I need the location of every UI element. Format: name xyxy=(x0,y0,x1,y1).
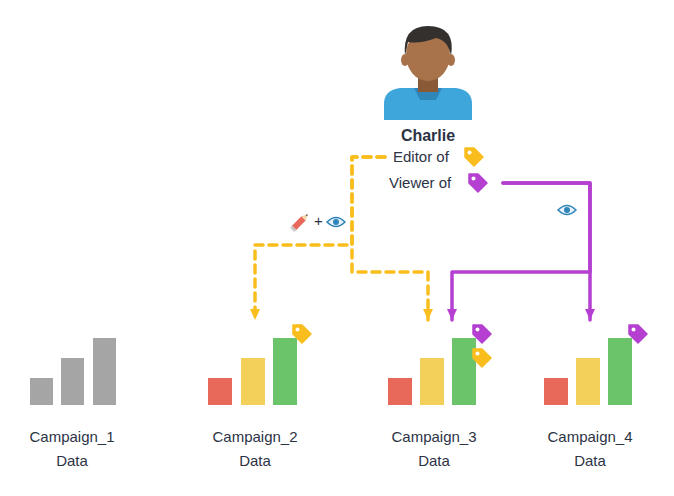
eye-icon xyxy=(327,218,345,227)
plus-sign: + xyxy=(312,212,325,230)
access-connector xyxy=(452,183,590,320)
campaign-node: Campaign_2 Data xyxy=(200,322,310,475)
access-connector xyxy=(503,183,590,320)
tag-icon xyxy=(473,349,491,367)
tag-icon xyxy=(473,325,491,343)
campaign-node: Campaign_4 Data xyxy=(535,322,645,475)
user-name: Charlie xyxy=(385,126,471,146)
campaign-node: Campaign_3 Data xyxy=(379,322,489,475)
bar-chart xyxy=(30,338,116,405)
tag-icon xyxy=(629,325,647,343)
bar-chart xyxy=(544,338,632,405)
chart-area xyxy=(200,322,310,425)
eye-icon xyxy=(558,206,576,215)
user-node: CharlieEditor of Viewer of xyxy=(385,126,503,196)
chart-area xyxy=(535,322,645,425)
campaign-name: Campaign_1 Data xyxy=(17,425,127,473)
access-connector xyxy=(255,157,385,320)
role-text: Editor of xyxy=(393,146,503,168)
tag-icon xyxy=(465,148,483,166)
role-text: Viewer of xyxy=(389,172,503,194)
campaign-node: Campaign_1 Data xyxy=(17,322,127,475)
tag-icon xyxy=(293,325,311,343)
user-avatar xyxy=(384,26,472,120)
campaign-name: Campaign_2 Data xyxy=(200,425,310,473)
chart-area xyxy=(379,322,489,425)
bar-chart xyxy=(208,338,297,405)
chart-area xyxy=(17,322,127,425)
bar-chart xyxy=(388,338,476,405)
tag-icon xyxy=(469,174,487,192)
campaign-name: Campaign_3 Data xyxy=(379,425,489,473)
pencil-icon xyxy=(290,212,310,232)
campaign-name: Campaign_4 Data xyxy=(535,425,645,473)
